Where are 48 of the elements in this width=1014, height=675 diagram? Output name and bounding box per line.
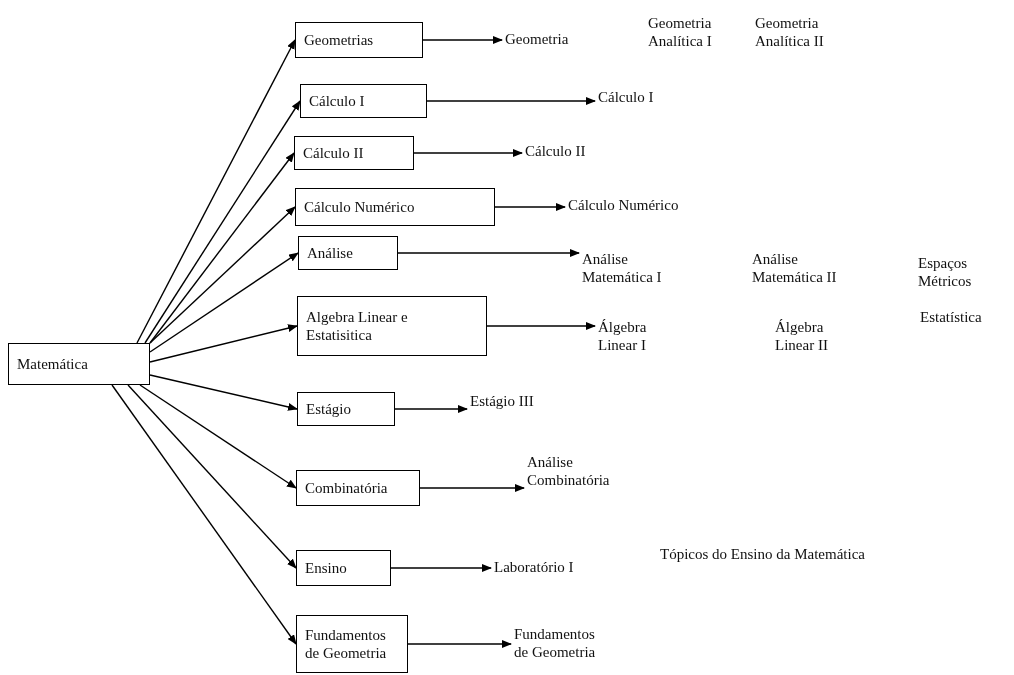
category-box: Cálculo I	[300, 84, 427, 118]
category-box: Ensino	[296, 550, 391, 586]
course-label: Cálculo I	[598, 88, 688, 106]
arrow	[111, 384, 297, 645]
category-box: Estágio	[297, 392, 395, 426]
course-label: Análise Matemática I	[582, 250, 702, 286]
category-box: Análise	[298, 236, 398, 270]
arrow	[407, 640, 512, 648]
course-label: Laboratório I	[494, 558, 614, 576]
category-box: Algebra Linear e Estatisitica	[297, 296, 487, 356]
arrow	[149, 252, 299, 353]
arrow	[419, 484, 525, 492]
arrow	[486, 322, 596, 330]
arrow	[127, 384, 297, 569]
course-label: Espaços Métricos	[918, 254, 973, 290]
course-label: Cálculo II	[525, 142, 625, 160]
course-label: Análise Combinatória	[527, 453, 637, 489]
course-label: Geometria Analítica I	[648, 14, 713, 50]
arrow	[422, 36, 503, 44]
arrow	[426, 97, 596, 105]
arrow	[390, 564, 492, 572]
arrow	[413, 149, 523, 157]
course-label: Cálculo Numérico	[568, 196, 738, 214]
course-label: Estágio III	[470, 392, 570, 410]
category-box: Matemática	[8, 343, 150, 385]
arrow	[136, 39, 296, 344]
course-label: Geometria Analítica II	[755, 14, 825, 50]
arrow	[394, 405, 468, 413]
course-label: Tópicos do Ensino da Matemática	[660, 545, 866, 563]
course-label: Estatística	[920, 308, 983, 326]
arrow	[397, 249, 580, 257]
category-box: Cálculo Numérico	[295, 188, 495, 226]
course-label: Análise Matemática II	[752, 250, 838, 286]
category-box: Fundamentos de Geometria	[296, 615, 408, 673]
arrow	[494, 203, 566, 211]
arrow	[149, 206, 296, 344]
course-label: Fundamentos de Geometria	[514, 625, 606, 661]
arrow	[149, 324, 298, 363]
arrow	[139, 384, 297, 489]
category-box: Cálculo II	[294, 136, 414, 170]
arrow	[149, 152, 295, 344]
course-label: Álgebra Linear II	[775, 318, 829, 354]
course-label: Álgebra Linear I	[598, 318, 678, 354]
arrow	[144, 100, 301, 344]
category-box: Combinatória	[296, 470, 420, 506]
arrow	[149, 374, 298, 411]
category-box: Geometrias	[295, 22, 423, 58]
course-label: Geometria	[505, 30, 615, 48]
